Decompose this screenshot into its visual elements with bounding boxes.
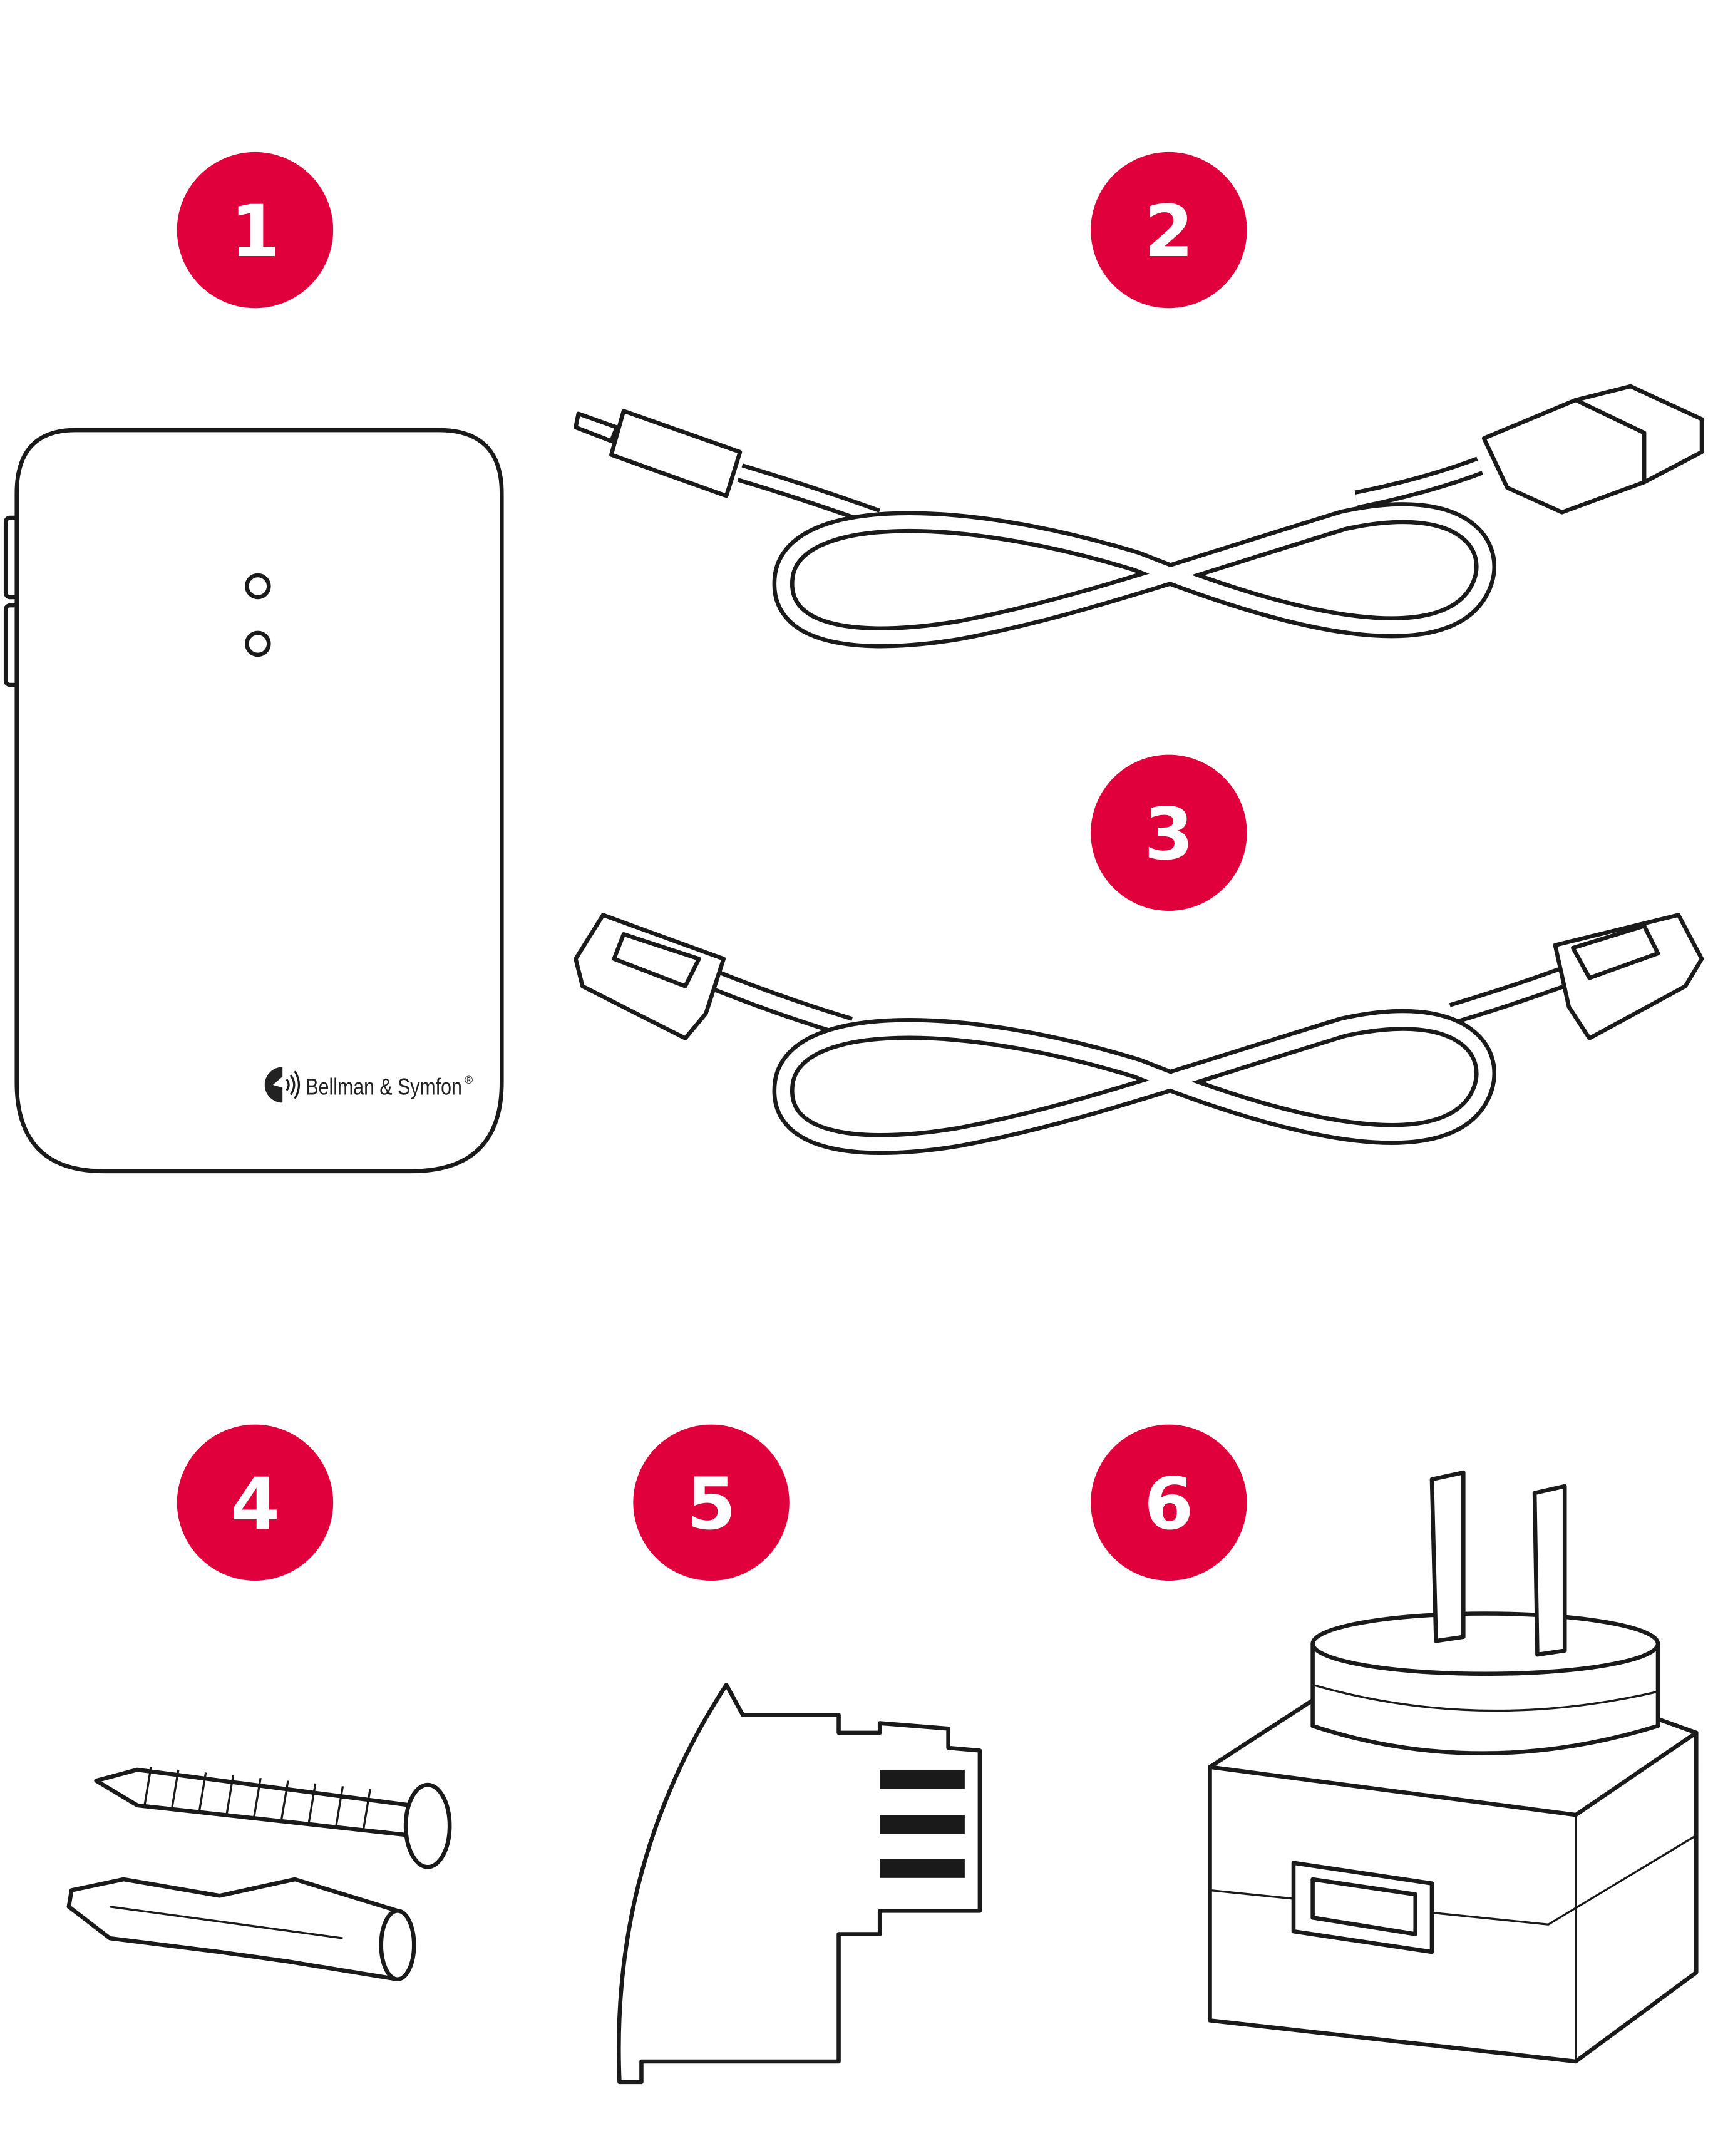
badge-3: 3 bbox=[1091, 754, 1247, 911]
registered-mark: ® bbox=[465, 1074, 473, 1086]
badge-4: 4 bbox=[177, 1424, 334, 1581]
badge-5: 5 bbox=[633, 1424, 790, 1581]
badge-6: 6 bbox=[1091, 1424, 1247, 1581]
screw-and-plug-illustration bbox=[66, 1767, 452, 1982]
usb-cable-illustration bbox=[574, 384, 1704, 649]
badge-number: 1 bbox=[230, 190, 280, 273]
badge-number: 6 bbox=[1144, 1462, 1193, 1546]
badge-number: 4 bbox=[230, 1462, 280, 1546]
device-illustration: Bellman & Symfon ® bbox=[3, 428, 504, 1174]
power-adapter-illustration bbox=[1208, 1470, 1699, 2064]
telephone-adapter-illustration bbox=[617, 1683, 982, 2085]
brand-name-text: Bellman & Symfon bbox=[306, 1073, 461, 1099]
telephone-cable-illustration bbox=[574, 913, 1704, 1155]
brand-name: Bellman & Symfon ® bbox=[306, 1073, 473, 1099]
badge-number: 5 bbox=[686, 1462, 736, 1546]
badge-2: 2 bbox=[1091, 151, 1247, 309]
badge-number: 3 bbox=[1144, 793, 1193, 876]
badge-1: 1 bbox=[177, 151, 334, 309]
brand-logo: Bellman & Symfon ® bbox=[264, 1067, 473, 1103]
badge-number: 2 bbox=[1144, 190, 1193, 273]
